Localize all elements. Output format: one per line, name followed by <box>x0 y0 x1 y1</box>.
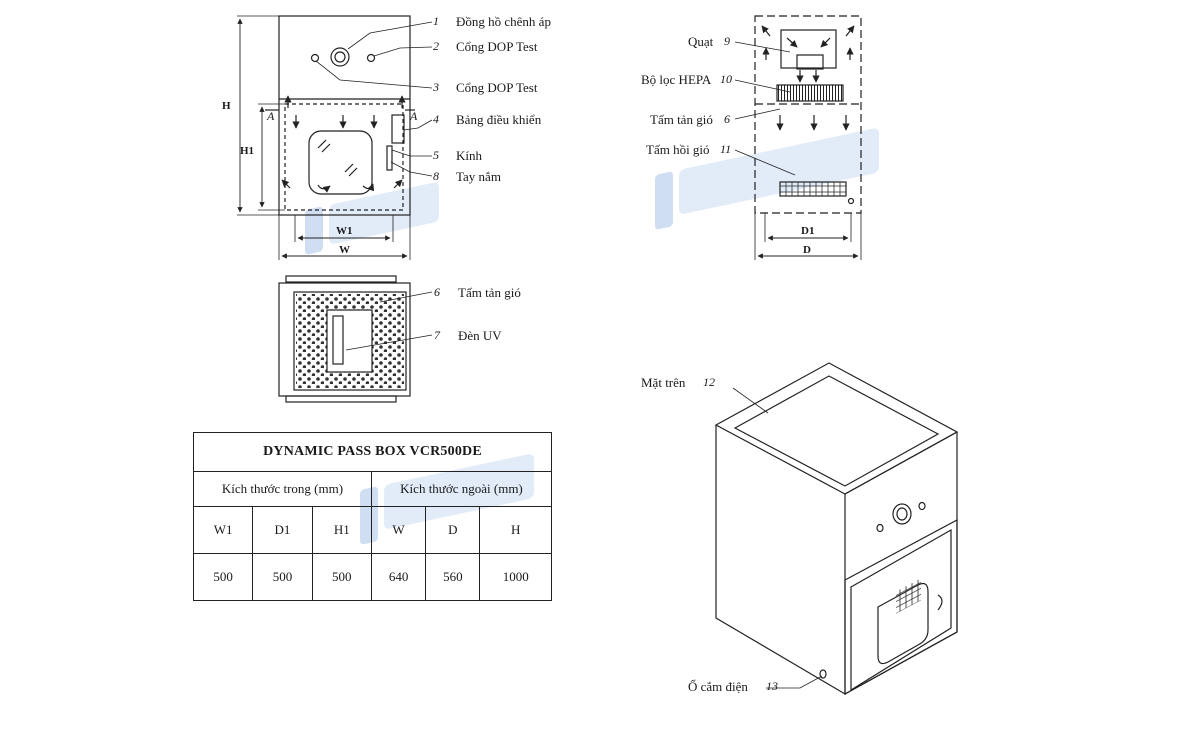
callout-label-diffuser-side: Tấm tản gió <box>650 112 713 127</box>
value-h: 1000 <box>479 553 552 601</box>
callout-number-5: 5 <box>433 148 439 162</box>
callout-number-1: 1 <box>433 14 439 28</box>
iso-view <box>714 362 959 696</box>
value-d: 560 <box>425 553 481 601</box>
front-view <box>237 15 433 260</box>
callout-label-fan: Quạt <box>688 34 714 49</box>
callout-number-2: 2 <box>433 39 439 53</box>
side-view <box>734 15 862 260</box>
value-d1: 500 <box>252 553 313 601</box>
callout-label-top-surface: Mặt trên <box>641 375 686 390</box>
callout-number-7: 7 <box>434 328 440 342</box>
spec-table-title: DYNAMIC PASS BOX VCR500DE <box>193 432 552 472</box>
callout-number-8: 8 <box>433 169 439 183</box>
dim-label-h: H <box>222 100 231 112</box>
dim-label-d: D <box>803 244 811 256</box>
dim-label-h1: H1 <box>240 145 255 157</box>
column-header-h1: H1 <box>311 506 372 554</box>
dim-label-d1: D1 <box>801 225 815 237</box>
callout-label-return-plate: Tấm hồi gió <box>646 142 710 157</box>
callout-number-6-side: 6 <box>724 112 730 126</box>
callout-label-control-panel: Bảng điều khiển <box>456 112 542 127</box>
callout-label-uv-lamp: Đèn UV <box>458 328 502 343</box>
dim-label-w1: W1 <box>336 225 353 237</box>
spec-table: DYNAMIC PASS BOX VCR500DE Kích thước tro… <box>192 432 553 601</box>
value-h1: 500 <box>311 553 372 601</box>
callout-label-glass: Kính <box>456 148 482 163</box>
top-view <box>278 275 433 403</box>
value-w1: 500 <box>192 553 254 601</box>
callout-label-diffuser-top: Tấm tản gió <box>458 285 521 300</box>
callout-number-11: 11 <box>720 142 732 156</box>
callout-number-12: 12 <box>703 375 715 389</box>
dim-label-w: W <box>339 244 350 256</box>
section-mark-a-right: A <box>410 109 418 123</box>
value-w: 640 <box>370 553 427 601</box>
inner-dimensions-header: Kích thước trong (mm) <box>193 471 372 507</box>
callout-number-3: 3 <box>433 80 439 94</box>
callout-label-dop-port-2: Cổng DOP Test <box>456 80 538 95</box>
callout-number-13: 13 <box>766 679 778 693</box>
column-header-w: W <box>370 506 427 554</box>
callout-number-10: 10 <box>720 72 732 86</box>
callout-label-pressure-gauge: Đồng hồ chênh áp <box>456 14 551 29</box>
column-header-d: D <box>425 506 481 554</box>
section-mark-a-left: A <box>267 109 275 123</box>
callout-label-power-socket: Ổ cắm điện <box>688 679 748 694</box>
callout-number-6-top: 6 <box>434 285 440 299</box>
callout-number-9: 9 <box>724 34 730 48</box>
callout-label-hepa-filter: Bộ lọc HEPA <box>641 72 712 87</box>
callout-number-4: 4 <box>433 112 439 126</box>
outer-dimensions-header: Kích thước ngoài (mm) <box>370 471 553 507</box>
callout-label-handle: Tay nắm <box>456 169 501 184</box>
column-header-h: H <box>479 506 552 554</box>
callout-label-dop-port-1: Cổng DOP Test <box>456 39 538 54</box>
column-header-w1: W1 <box>192 506 254 554</box>
column-header-d1: D1 <box>252 506 313 554</box>
